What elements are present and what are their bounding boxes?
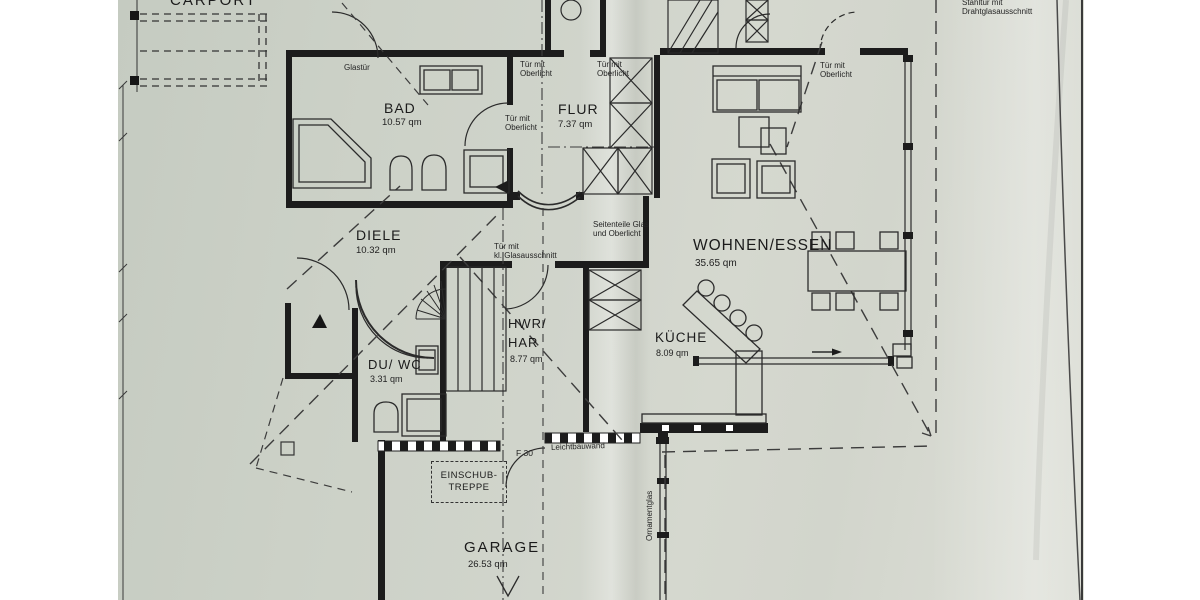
top-room-fixture [560, 0, 582, 21]
door-arcs [296, 11, 859, 488]
armchair [756, 160, 796, 199]
chair [811, 292, 831, 311]
label-tuer-oberlicht-4: Tür mit Oberlicht [820, 61, 853, 80]
wc [373, 401, 399, 433]
label-hwr-line1: HWR/ [508, 316, 547, 331]
hatched-walls [377, 432, 641, 452]
sink [421, 154, 447, 191]
chair [835, 292, 855, 311]
duwc-curved-wall-inner [355, 285, 429, 359]
kitchen-counter-bottom [641, 413, 767, 424]
corner-bathtub [292, 118, 372, 189]
wohnen-door-arc [819, 11, 859, 51]
label-hwr-line2: HAR [508, 335, 539, 350]
label-ornamentglas: Ornamentglas [645, 490, 654, 541]
living-set [711, 65, 913, 369]
label-stahltuer: Stahltür mit Drahtglasausschnitt [962, 0, 1033, 17]
label-wohnen-essen-area: 35.65 qm [695, 258, 737, 269]
garage-slope-arrow [496, 575, 520, 598]
terrace-corner-arrow [921, 426, 932, 437]
label-garage-area: 26.53 qm [468, 559, 508, 570]
shower [463, 149, 510, 194]
stair-block [445, 266, 507, 392]
label-f30: F 30 [516, 448, 534, 458]
terrace-step [896, 356, 913, 369]
duwc-fixtures [373, 345, 447, 437]
label-flur: FLUR [558, 101, 599, 117]
entrance-triangle [312, 314, 327, 328]
label-flur-area: 7.37 qm [558, 119, 593, 130]
carport-structure [130, 0, 272, 92]
kitchen-counter-diagonal [682, 290, 761, 364]
kitchen-set [641, 279, 767, 424]
label-duwc: DU/ WC [368, 357, 422, 372]
slider-arrow [832, 348, 842, 356]
hwr-fixtures [415, 266, 507, 392]
sink [389, 155, 413, 191]
label-bad-area: 10.57 qm [382, 117, 422, 128]
sofa [712, 65, 802, 113]
label-carport: CARPORT [170, 0, 258, 9]
coffee-table [760, 127, 787, 155]
label-leichtbauwand: Leichtbauwand [550, 441, 605, 452]
label-einschubtreppe: EINSCHUB- TREPPE [431, 461, 507, 503]
flur-closet [582, 57, 653, 195]
walls [285, 0, 908, 600]
label-tuer-oberlicht-2: Tür mit Oberlicht [597, 60, 630, 79]
bad-door-arc [464, 102, 509, 147]
paper-edges [1033, 0, 1083, 600]
entrance-curved-glass [517, 190, 581, 211]
dimension-line [118, 80, 128, 600]
label-diele-area: 10.32 qm [356, 245, 396, 256]
diele-closet [588, 269, 642, 331]
bad-fixtures [292, 65, 510, 194]
kitchen-counter-right [735, 350, 763, 416]
dining-table [807, 250, 907, 292]
shower [401, 393, 447, 437]
label-kueche-area: 8.09 qm [656, 348, 689, 358]
label-wohnen-essen: WOHNEN/ESSEN [693, 237, 833, 254]
label-diele: DIELE [356, 227, 402, 243]
label-seitenteile: Seitenteile Glas und Oberlicht [593, 220, 650, 239]
coffee-table [738, 116, 770, 148]
windows [656, 55, 913, 600]
armchair [711, 158, 751, 199]
wall-window-slits [662, 425, 733, 431]
markers [312, 314, 520, 598]
label-kueche: KÜCHE [655, 330, 708, 345]
terrace-slider [695, 357, 893, 365]
stairs-top [560, 0, 769, 54]
label-bad: BAD [384, 100, 416, 116]
roof-dash-lines [249, 0, 937, 600]
top-room-door-arc [735, 13, 771, 49]
chair [811, 231, 831, 250]
hwr-door-arc [504, 264, 549, 310]
label-glastuer: Glastür [344, 63, 370, 72]
chair [879, 231, 899, 250]
label-hwr-area: 8.77 qm [510, 354, 543, 364]
chair [835, 231, 855, 250]
label-garage: GARAGE [464, 539, 541, 556]
chair [879, 292, 899, 311]
label-tuer-oberlicht-1: Tür mit Oberlicht [520, 60, 553, 79]
label-tuer-kl-glas: Tür mit kl. Glasausschnitt [494, 242, 557, 261]
glass-door-arc [331, 11, 379, 59]
terrace-step [892, 343, 912, 357]
spiral-fan [416, 279, 447, 320]
label-tuer-oberlicht-3: Tür mit Oberlicht [505, 114, 538, 133]
label-duwc-area: 3.31 qm [370, 374, 403, 384]
vanity [419, 65, 483, 95]
entry-door-arc [296, 257, 350, 311]
sink [415, 345, 439, 375]
